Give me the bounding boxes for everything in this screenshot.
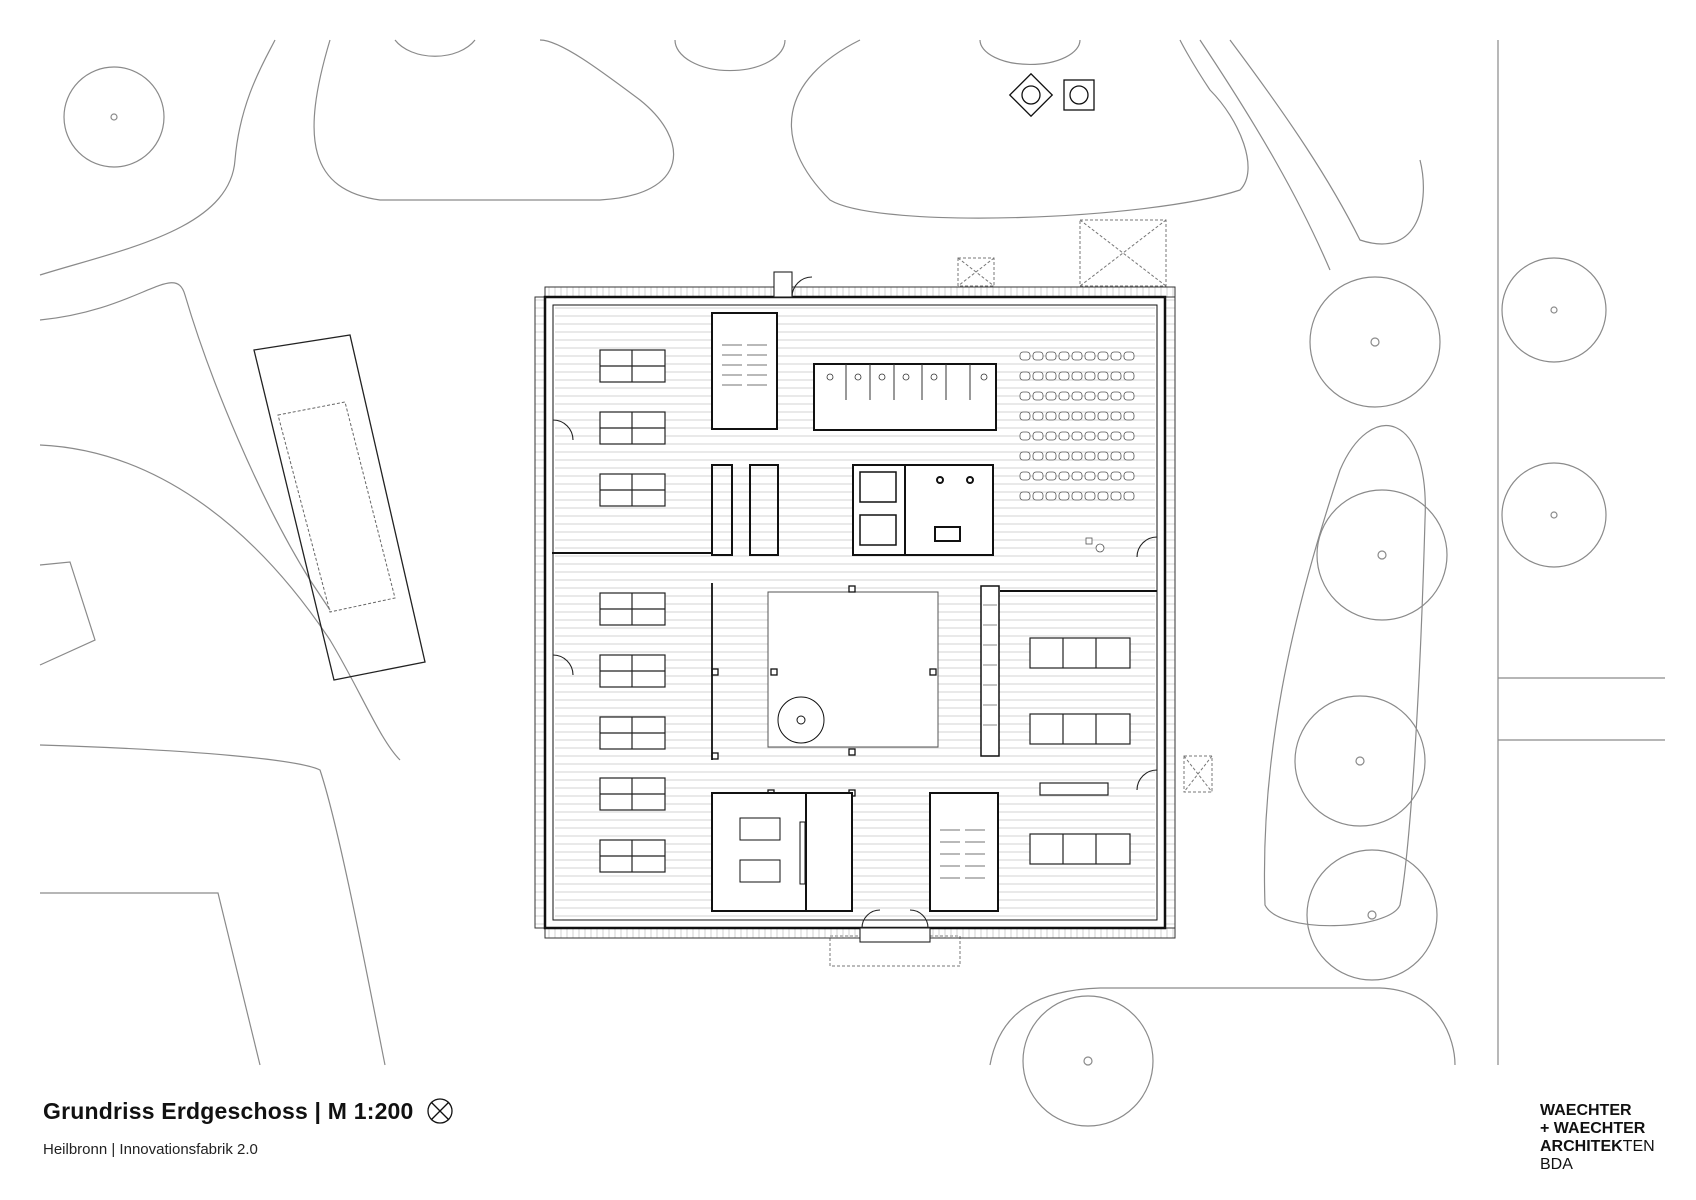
project-subtitle: Heilbronn | Innovationsfabrik 2.0 <box>43 1141 258 1158</box>
title-block: Grundriss Erdgeschoss | M 1:200 Heilbron… <box>43 1097 454 1158</box>
stair-bottom-right <box>929 792 999 912</box>
traffic-island-center <box>790 39 1249 219</box>
facade-hatch-top <box>544 286 1176 298</box>
facade-hatch-right <box>1164 296 1176 929</box>
road-curve-left <box>39 282 331 611</box>
desks-left <box>599 349 666 873</box>
top-arc-mid <box>674 39 786 72</box>
doors <box>552 271 1158 943</box>
park-island-right <box>1263 425 1426 927</box>
title-row: Grundriss Erdgeschoss | M 1:200 <box>43 1097 454 1125</box>
atrium <box>767 591 939 748</box>
spiral-stair <box>777 696 825 744</box>
street-furniture <box>1008 72 1095 118</box>
tables-right <box>1029 637 1131 865</box>
neighbor-building-left <box>39 561 96 666</box>
drawing-title: Grundriss Erdgeschoss | M 1:200 <box>43 1097 414 1124</box>
facade-hatch-left <box>534 296 546 929</box>
tree-circle <box>63 66 165 168</box>
traffic-island-left <box>313 39 675 201</box>
neighbor-building-bottom-left <box>40 892 261 1066</box>
road-curve-right <box>1229 39 1424 245</box>
elevator-core <box>852 464 994 556</box>
shaft-left-1 <box>711 464 733 556</box>
logo-line-3-light: TEN <box>1622 1138 1655 1155</box>
logo-line-4: BDA <box>1540 1156 1573 1173</box>
top-arc-right <box>979 39 1081 66</box>
logo-line-1: WAECHTER <box>1540 1102 1632 1119</box>
bus-outline <box>253 334 426 681</box>
architect-logo: WAECHTER + WAECHTER ARCHITEKTEN BDA <box>1540 1102 1655 1174</box>
top-arc-left <box>394 39 476 57</box>
auditorium-seating <box>1019 351 1135 553</box>
traffic-island-bottom <box>989 987 1456 1066</box>
north-arrow-icon <box>426 1098 453 1124</box>
road-curve-top-left <box>39 39 276 276</box>
logo-line-3-bold: ARCHITEK <box>1540 1138 1623 1155</box>
logo-line-2: + WAECHTER <box>1540 1120 1646 1137</box>
site-context <box>39 39 1665 1127</box>
restroom-block <box>813 363 997 431</box>
meeting-room-bottom <box>711 792 853 912</box>
stair-top-left <box>711 312 778 430</box>
shaft-left-2 <box>749 464 779 556</box>
